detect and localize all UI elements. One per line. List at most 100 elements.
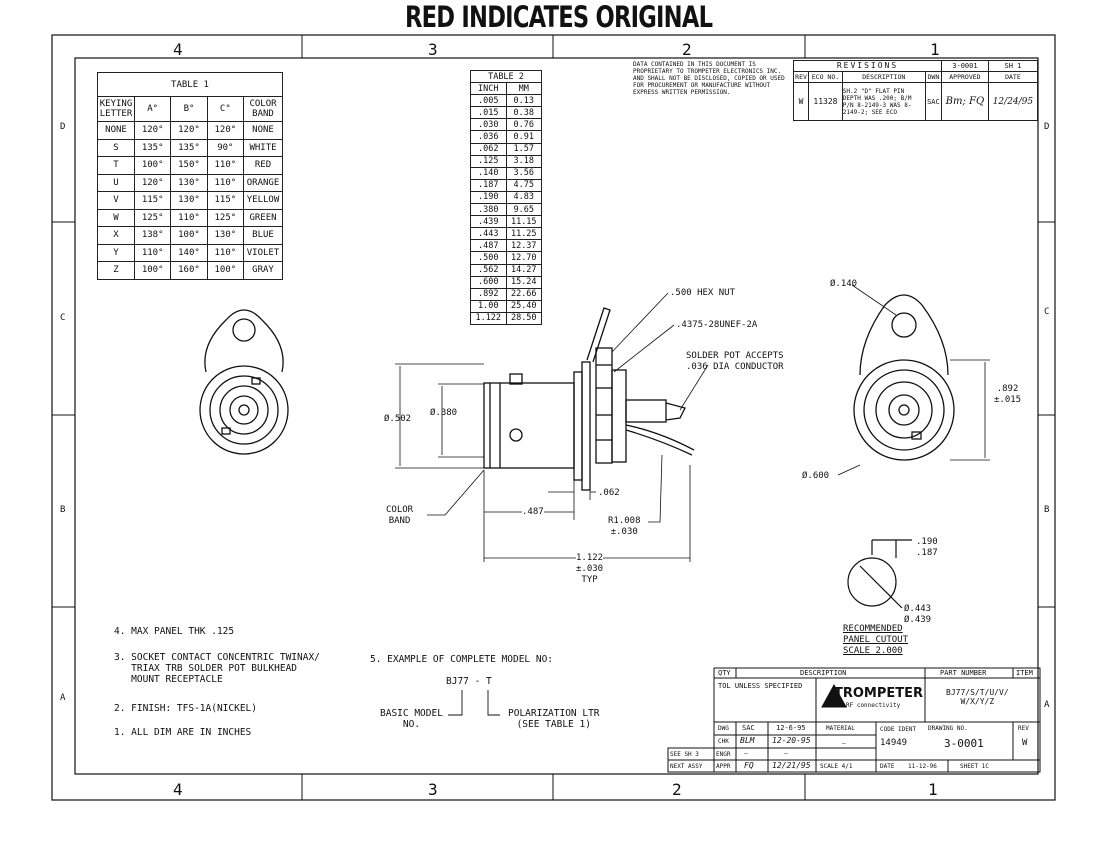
tb-item: ITEM — [1016, 669, 1033, 677]
zone-top-4: 4 — [173, 40, 183, 59]
revision-drawn-by: SAC — [924, 82, 942, 121]
table-1-cell: 130° — [170, 173, 208, 192]
tb-chk: CHK — [718, 738, 729, 745]
table-2-header: INCH — [470, 82, 507, 96]
revisions-header: DATE — [987, 71, 1039, 83]
table-2-cell: 4.75 — [505, 178, 542, 192]
table-1-cell: YELLOW — [243, 191, 283, 210]
table-1-cell: Y — [97, 243, 135, 262]
dim-diameter-140: Ø.140 — [830, 279, 858, 289]
tb-part-number: PART NUMBER — [940, 669, 987, 677]
zone-left-c: C — [60, 313, 66, 323]
tb-chk-by: BLM — [740, 736, 755, 745]
table-1-cell: 110° — [206, 243, 245, 262]
zone-right-b: B — [1044, 505, 1050, 515]
tb-dwg-date: 12-6-95 — [776, 724, 806, 732]
table-1-cell: 100° — [133, 156, 172, 175]
dim-062: .062 — [598, 488, 620, 498]
table-2-cell: 3.18 — [505, 154, 542, 168]
tb-date: DATE — [880, 763, 895, 770]
table-2-cell: .562 — [470, 263, 507, 277]
table-2-cell: 9.65 — [505, 203, 542, 217]
thread-callout: .4375-28UNEF-2A — [676, 320, 758, 330]
table-2-title: TABLE 2 — [470, 69, 542, 84]
table-1-cell: 138° — [133, 226, 172, 245]
dim-diameter-380: Ø.380 — [430, 408, 458, 418]
revisions-title: REVISIONS — [793, 60, 942, 72]
color-band-callout: COLOR BAND — [386, 505, 414, 526]
table-1-cell: 135° — [170, 138, 208, 157]
revisions-header: REV — [792, 71, 810, 83]
example-leaders — [448, 690, 500, 716]
title-block-lines — [667, 667, 1041, 773]
table-2-cell: .005 — [470, 94, 507, 108]
zone-left-a: A — [60, 693, 66, 703]
table-1-cell: 115° — [133, 191, 172, 210]
table-1-cell: U — [97, 173, 135, 192]
table-1-cell: S — [97, 138, 135, 157]
table-2-cell: .062 — [470, 142, 507, 156]
table-1-cell: RED — [243, 156, 283, 175]
table-2-cell: .030 — [470, 118, 507, 132]
tb-scale: SCALE 4/1 — [820, 763, 853, 770]
revision-rev: W — [792, 82, 810, 121]
table-2-cell: 0.91 — [505, 130, 542, 144]
revision-approved: Bm; FQ — [940, 82, 989, 121]
table-2-cell: .140 — [470, 166, 507, 180]
table-2-cell: 0.13 — [505, 94, 542, 108]
table-2-cell: .500 — [470, 251, 507, 265]
tb-material: MATERIAL — [826, 725, 855, 732]
table-2-cell: 11.15 — [505, 215, 542, 229]
tb-next-assy: NEXT ASSY — [670, 763, 703, 770]
table-1-cell: 130° — [206, 226, 245, 245]
tb-appr-by: FQ — [744, 761, 754, 770]
table-2-cell: .600 — [470, 275, 507, 289]
zone-top-2: 2 — [682, 40, 692, 59]
revisions-header: DWN — [924, 71, 942, 83]
zone-bottom-3: 3 — [428, 780, 438, 799]
table-2-cell: 15.24 — [505, 275, 542, 289]
table-2-cell: 1.122 — [470, 311, 507, 325]
table-2-cell: .487 — [470, 239, 507, 253]
table-1-cell: W — [97, 208, 135, 227]
table-1-cell: GREEN — [243, 208, 283, 227]
zone-right-c: C — [1044, 307, 1050, 317]
table-2-cell: 0.38 — [505, 106, 542, 120]
dim-r1008: R1.008 ±.030 — [608, 516, 641, 537]
original-stamp: RED INDICATES ORIGINAL — [405, 0, 713, 34]
table-2-cell: 3.56 — [505, 166, 542, 180]
tb-drawing-no: DRAWING NO. — [928, 725, 968, 732]
right-end-view — [853, 294, 955, 461]
table-2-cell: .187 — [470, 178, 507, 192]
company-tagline: RF connectivity — [846, 702, 901, 709]
tb-appr: APPR — [716, 763, 731, 770]
table-1-cell: NONE — [243, 121, 283, 140]
table-1-cell: 120° — [133, 173, 172, 192]
tb-dwg-by: SAC — [742, 724, 755, 732]
zone-bottom-2: 2 — [672, 780, 682, 799]
zone-right-a: A — [1044, 700, 1050, 710]
table-1-cell: 125° — [133, 208, 172, 227]
tb-rev: REV — [1018, 725, 1029, 732]
tb-code-ident: CODE IDENT — [880, 726, 917, 733]
table-2-cell: 12.37 — [505, 239, 542, 253]
table-2-cell: 4.83 — [505, 190, 542, 205]
table-2-header: MM — [505, 82, 542, 96]
